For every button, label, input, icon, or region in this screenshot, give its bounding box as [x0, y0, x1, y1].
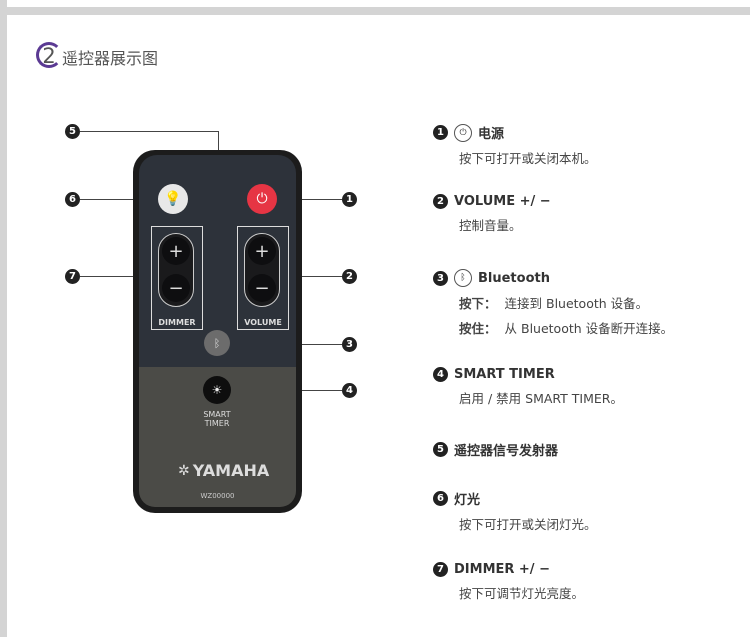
model-number: WZ00000 [200, 492, 235, 500]
bulb-icon: 💡 [164, 191, 182, 207]
section-title: 遥控器展示图 [62, 49, 159, 68]
left-divider [0, 0, 7, 637]
callout-7: 7 [65, 269, 80, 284]
bluetooth-button[interactable]: ᛒ [204, 330, 230, 356]
callout-line-1 [272, 199, 342, 200]
yamaha-logo: ✲YAMAHA [178, 461, 270, 480]
dimmer-label: DIMMER [158, 318, 196, 327]
callout-2: 2 [342, 269, 357, 284]
smart-timer-button[interactable]: ☀ [203, 376, 231, 404]
bluetooth-icon: ᛒ [213, 336, 221, 350]
callout-6: 6 [65, 192, 80, 207]
callout-line-5-drop [218, 131, 219, 150]
power-icon: ⏻ [256, 191, 268, 207]
volume-label: VOLUME [244, 318, 282, 327]
dimmer-rocker: + − [158, 233, 194, 307]
callout-line-7 [80, 276, 152, 277]
bluetooth-icon: ᛒ [454, 269, 472, 287]
smart-timer-label: SMART TIMER [203, 410, 231, 428]
remote-control: 💡 ⏻ + − DIMMER + − VOLUME ᛒ ☀ SMART TIME… [133, 150, 302, 513]
top-divider [0, 7, 750, 15]
power-icon: ⏻ [454, 123, 472, 142]
callout-line-6 [80, 199, 162, 200]
callout-line-5 [80, 131, 218, 132]
legend-item-power: 1⏻电源 按下可打开或关闭本机。 [433, 123, 733, 194]
callout-4: 4 [342, 383, 357, 398]
volume-plus-button[interactable]: + [248, 237, 276, 265]
dimmer-group: + − DIMMER [151, 226, 203, 330]
dimmer-plus-button[interactable]: + [162, 237, 190, 265]
callout-5: 5 [65, 124, 80, 139]
callout-1: 1 [342, 192, 357, 207]
callout-3: 3 [342, 337, 357, 352]
volume-minus-button[interactable]: − [248, 274, 276, 302]
yamaha-emblem-icon: ✲ [178, 462, 190, 479]
volume-group: + − VOLUME [237, 226, 289, 330]
smart-timer-icon: ☀ [211, 383, 223, 397]
section-number: 2 [36, 42, 62, 68]
light-button[interactable]: 💡 [158, 184, 188, 214]
power-button[interactable]: ⏻ [247, 184, 277, 214]
callout-line-2 [287, 276, 342, 277]
volume-rocker: + − [244, 233, 280, 307]
dimmer-minus-button[interactable]: − [162, 274, 190, 302]
